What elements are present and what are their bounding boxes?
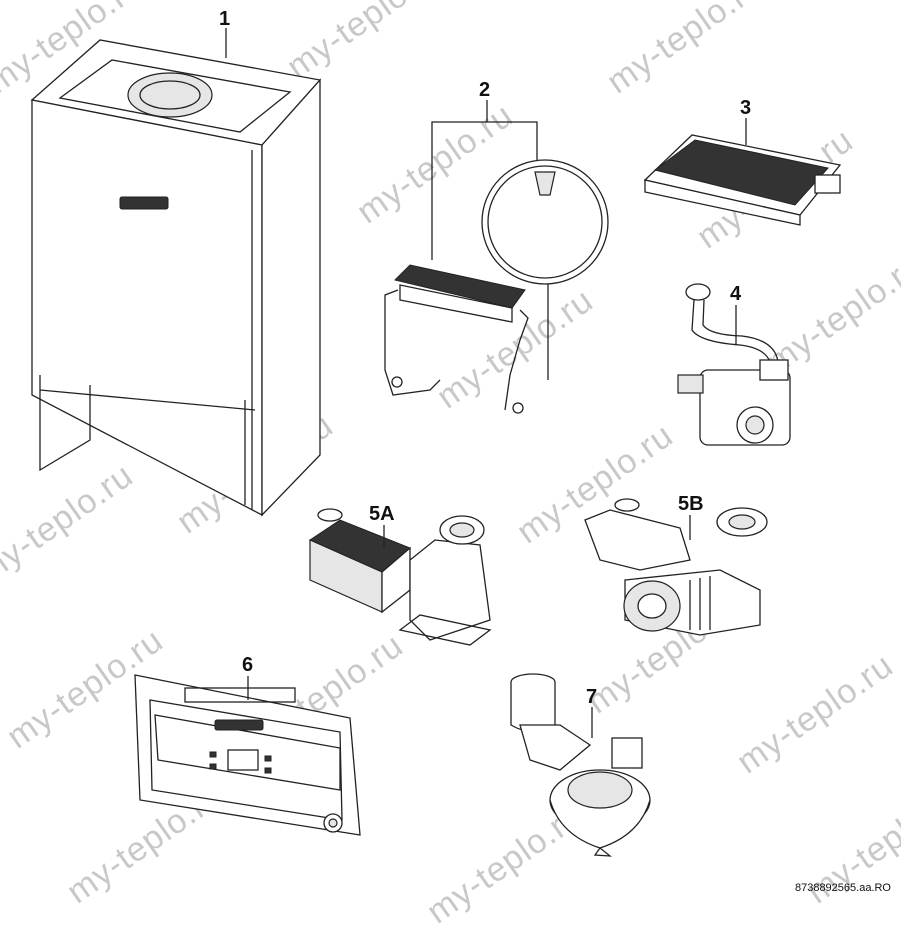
part-label-5b: 5B	[678, 493, 704, 515]
hydraulic-group-5b-drawing	[584, 498, 768, 636]
parts-drawing	[30, 28, 842, 857]
burner-drawing	[643, 134, 842, 226]
gas-valve-drawing	[677, 283, 791, 446]
part-label-6: 6	[242, 654, 254, 676]
part-label-2: 2	[479, 79, 491, 101]
leader-lines	[225, 28, 747, 738]
control-panel-drawing	[134, 674, 361, 836]
fan-drawing	[510, 673, 651, 857]
hydraulic-group-5a-drawing	[308, 508, 492, 646]
part-label-7: 7	[586, 686, 598, 708]
part-label-1: 1	[219, 8, 231, 30]
part-label-3: 3	[740, 97, 752, 119]
heat-exchanger-drawing	[384, 100, 609, 414]
boiler-casing-drawing	[30, 39, 322, 517]
part-label-5a: 5A	[369, 503, 395, 525]
document-reference: 8738892565.aa.RO	[794, 882, 891, 894]
part-label-4: 4	[730, 283, 742, 305]
